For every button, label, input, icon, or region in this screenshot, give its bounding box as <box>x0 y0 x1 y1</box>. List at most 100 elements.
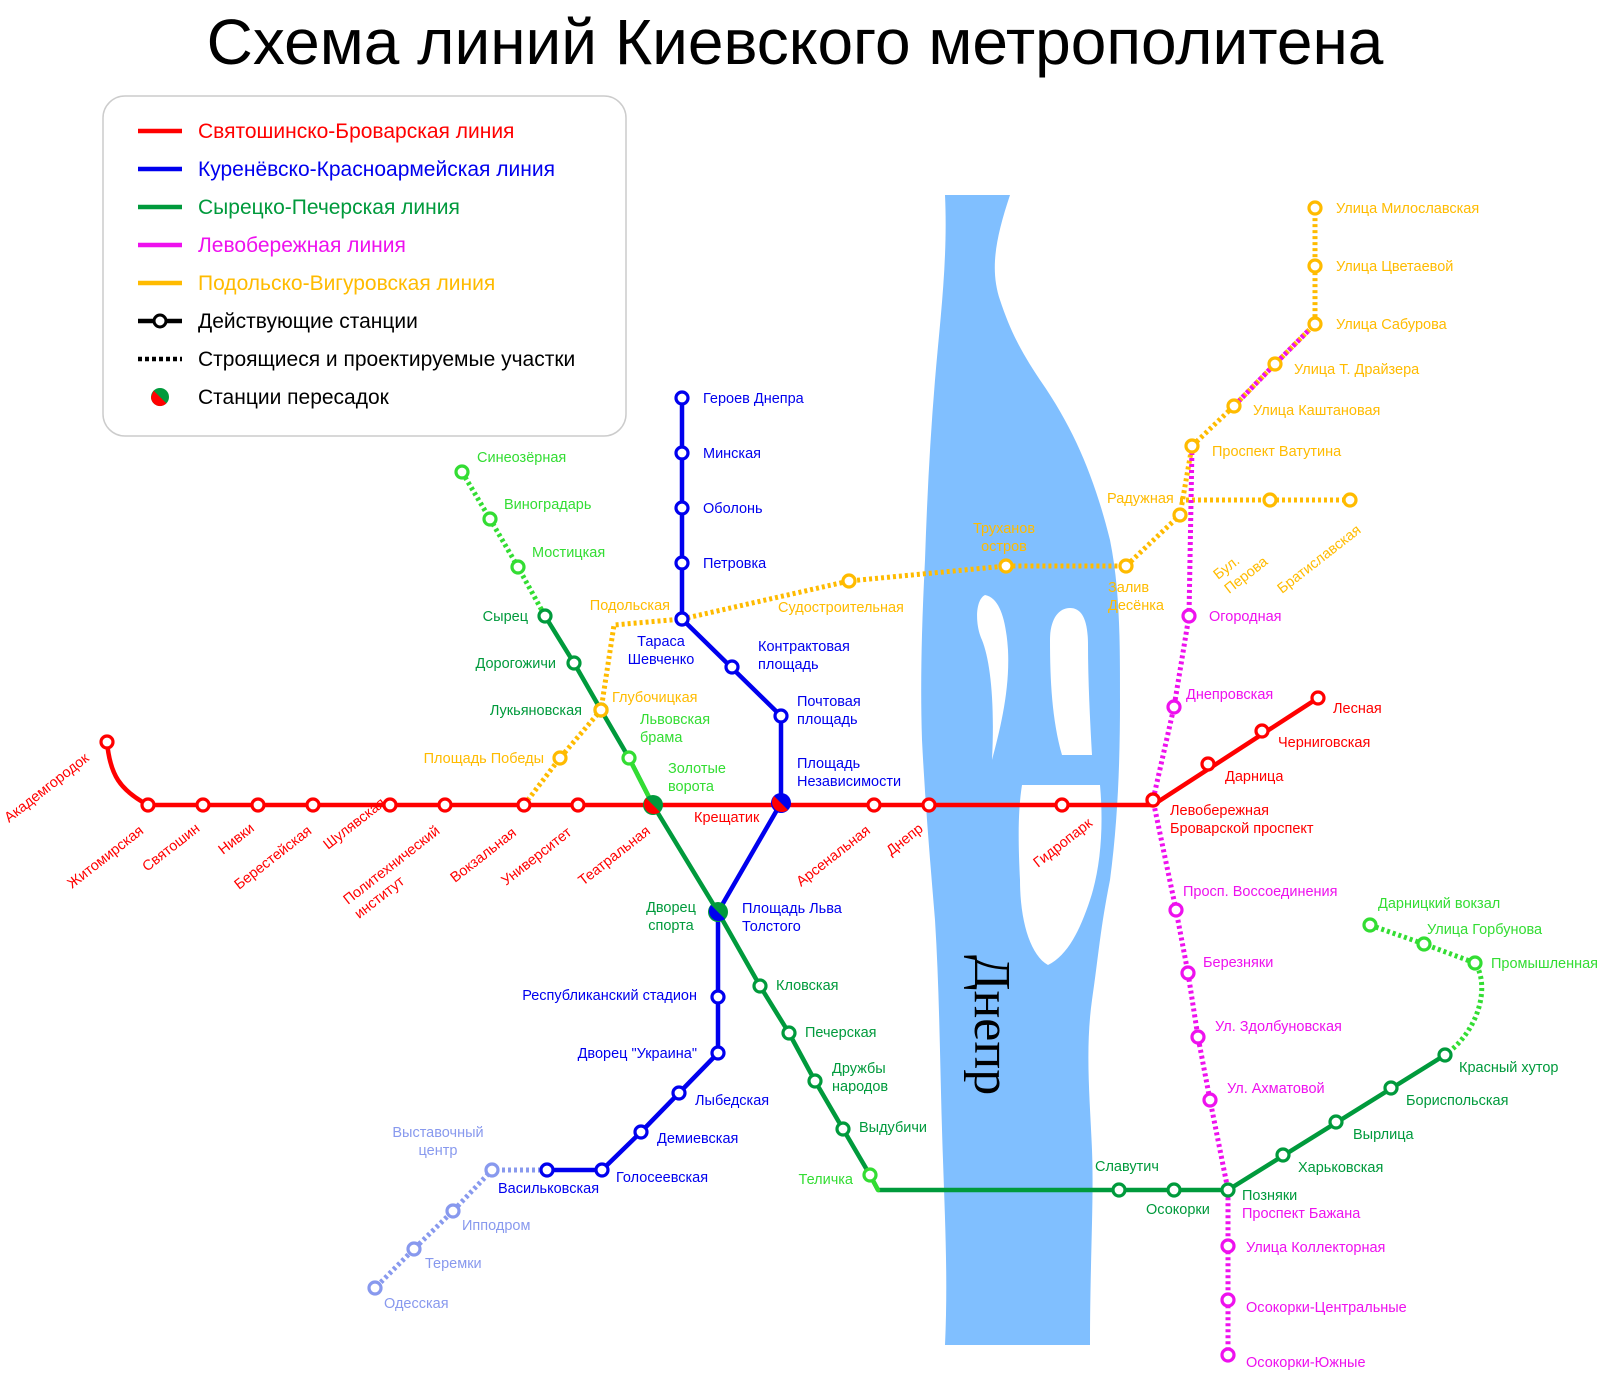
station-почтовая-площадь <box>773 708 789 724</box>
station-label: Сырец <box>483 609 528 625</box>
station-радужная <box>1172 507 1188 523</box>
station-label: Красный хутор <box>1459 1060 1559 1076</box>
legend-label: Станции пересадок <box>198 386 390 409</box>
station-label: Проспект Ватутина <box>1212 444 1342 460</box>
station-академгородок <box>99 734 115 750</box>
map-title: Схема линий Киевского метрополитена <box>207 6 1384 78</box>
station-улица-сабурова <box>1307 316 1323 332</box>
station-демиевская <box>633 1124 649 1140</box>
station-label: Арсенальная <box>794 823 874 890</box>
legend-label: Левобережная линия <box>198 234 406 257</box>
station-label: Улица Цветаевой <box>1336 259 1453 275</box>
magenta-line-planned <box>1150 445 1231 1355</box>
station-label: Ул. Ахматовой <box>1227 1081 1325 1097</box>
station-петровка <box>674 555 690 571</box>
station-label: Печерская <box>805 1025 877 1041</box>
station-label: Дворец "Украина" <box>578 1046 697 1062</box>
station-черниговская <box>1254 723 1270 739</box>
station-label: Академгородок <box>2 750 93 826</box>
station-теремки <box>406 1241 422 1257</box>
station-братиславская <box>1342 492 1358 508</box>
station-бориспольская <box>1383 1080 1399 1096</box>
station-label: Нивки <box>216 820 258 858</box>
river-shape <box>921 195 1120 1345</box>
station-бул-перова <box>1262 492 1278 508</box>
station-label: Бул.Перова <box>1211 539 1272 597</box>
station-label: Театральная <box>576 823 654 889</box>
station-label: Лыбедская <box>695 1093 769 1109</box>
station-судостроительная <box>841 573 857 589</box>
station-label: Дарницкий вокзал <box>1378 896 1500 912</box>
station-позняки <box>1220 1182 1236 1198</box>
station-республиканский-стадион <box>710 989 726 1005</box>
station-label: Улица Сабурова <box>1336 317 1448 333</box>
station-теличка <box>862 1167 878 1183</box>
station-label: Синеозёрная <box>477 450 566 466</box>
station-label: Лукьяновская <box>490 703 582 719</box>
station-label: Мостицкая <box>532 545 605 561</box>
station-виноградарь <box>482 511 498 527</box>
river-label: Днепр <box>963 955 1020 1095</box>
station-оболонь <box>674 500 690 516</box>
station-label: Черниговская <box>1278 735 1370 751</box>
station-label: Позняки <box>1242 1188 1297 1204</box>
legend-box <box>102 95 627 437</box>
legend-label: Действующие станции <box>198 310 418 333</box>
station-label: Радужная <box>1107 491 1174 507</box>
station-label: Ипподром <box>462 1218 530 1234</box>
station-глубочицкая <box>593 702 609 718</box>
station-синеозёрная <box>454 464 470 480</box>
station-улица-т-драйзера <box>1267 356 1283 372</box>
legend-item: Подольско-Вигуровская линия <box>138 272 495 295</box>
station-улица-коллекторная <box>1220 1238 1236 1254</box>
station-label: Глубочицкая <box>612 690 698 706</box>
station-label: Промышленная <box>1491 956 1598 972</box>
legend-label: Куренёвско-Красноармейская линия <box>198 158 555 181</box>
station-левобережная <box>1145 792 1161 808</box>
station-сырец <box>537 608 553 624</box>
station-label: Васильковская <box>498 1181 599 1197</box>
legend-label: Строящиеся и проектируемые участки <box>198 348 575 371</box>
station-березняки <box>1180 965 1196 981</box>
river-dnieper: Днепр <box>921 195 1120 1345</box>
station-одесская <box>367 1280 383 1296</box>
station-label: Улица Т. Драйзера <box>1294 362 1420 378</box>
legend-label: Сырецко-Печерская линия <box>198 196 460 219</box>
station-label: Улица Милославская <box>1336 201 1479 217</box>
legend-item: Строящиеся и проектируемые участки <box>138 348 575 371</box>
legend-label: Святошинско-Броварская линия <box>198 120 514 143</box>
station-label: Минская <box>703 446 761 462</box>
station-минская <box>674 445 690 461</box>
legend-station-icon <box>152 313 168 329</box>
station-дворец-украина <box>710 1045 726 1061</box>
station-лыбедская <box>671 1085 687 1101</box>
station-label: Крещатик <box>694 810 760 826</box>
station-label: Улица Каштановая <box>1253 403 1380 419</box>
legend-item: Сырецко-Печерская линия <box>138 196 460 219</box>
station-label: Днепр <box>884 821 927 859</box>
station-label: Судостроительная <box>778 600 904 616</box>
station-мостицкая <box>510 559 526 575</box>
station-label: Огородная <box>1209 609 1282 625</box>
station-кловская <box>752 978 768 994</box>
station-славутич <box>1111 1182 1127 1198</box>
station-контрактовая-площадь <box>724 659 740 675</box>
legend-item: Станции пересадок <box>150 386 390 409</box>
station-label: Славутич <box>1095 1159 1159 1175</box>
station-label: Петровка <box>703 556 767 572</box>
station-label: Улица Горбунова <box>1427 922 1543 938</box>
station-житомирская <box>140 797 156 813</box>
station-улица-милославская <box>1307 200 1323 216</box>
station-промышленная <box>1467 955 1483 971</box>
station-label: Ул. Здолбуновская <box>1215 1019 1342 1035</box>
legend: Святошинско-Броварская линияКуренёвско-К… <box>102 95 627 437</box>
